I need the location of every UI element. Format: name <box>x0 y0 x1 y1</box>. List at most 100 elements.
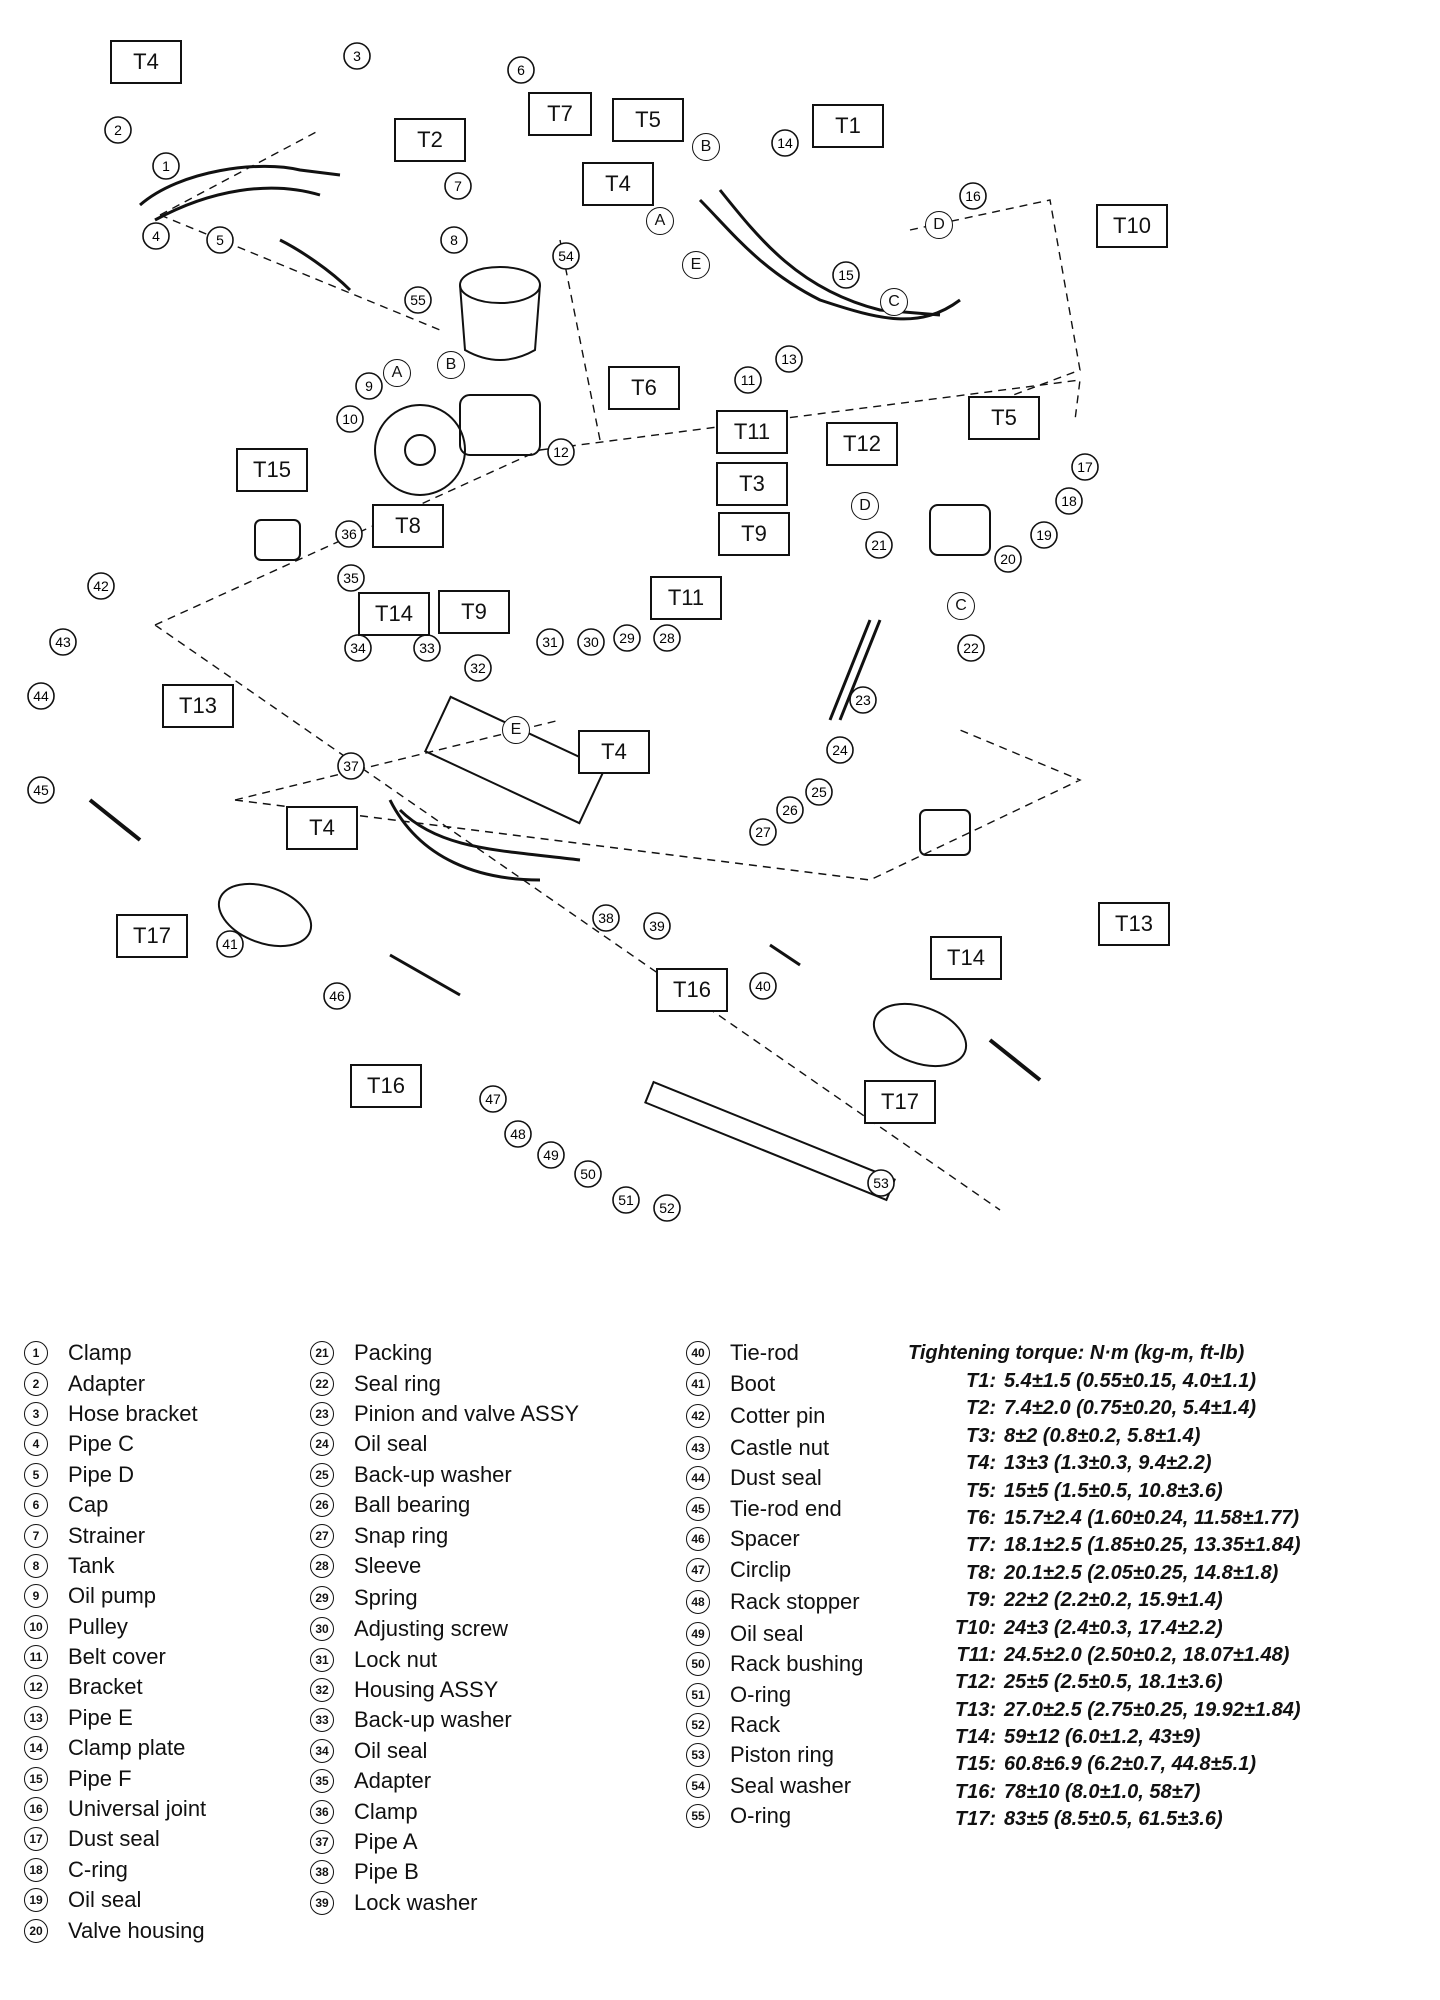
legend-label: Rack <box>730 1712 781 1738</box>
torque-row: T9:22±2 (2.2±0.2, 15.9±1.4) <box>908 1587 1300 1614</box>
torque-box-t11-mid: T11 <box>650 576 722 620</box>
callout-41: 41 <box>216 930 244 958</box>
torque-box-t13-right: T13 <box>1098 902 1170 946</box>
svg-text:36: 36 <box>341 526 357 542</box>
torque-box-t6: T6 <box>608 366 680 410</box>
svg-text:54: 54 <box>558 248 574 264</box>
torque-value: 83±5 (8.5±0.5, 61.5±3.6) <box>1004 1808 1223 1831</box>
legend-number: 4 <box>24 1432 48 1457</box>
torque-box-t10: T10 <box>1096 204 1168 248</box>
legend-label: Hose bracket <box>68 1400 198 1426</box>
svg-text:50: 50 <box>580 1166 596 1182</box>
svg-text:4: 4 <box>152 228 160 244</box>
svg-text:24: 24 <box>832 742 848 758</box>
torque-box-t17-right: T17 <box>864 1080 936 1124</box>
torque-code: T11: <box>956 1643 996 1666</box>
dashed-outline-pump <box>159 129 601 441</box>
svg-text:20: 20 <box>1000 551 1016 567</box>
svg-text:52: 52 <box>659 1200 675 1216</box>
legend-label: Rack stopper <box>730 1588 860 1614</box>
legend-label: Tie-rod <box>730 1340 799 1366</box>
torque-box-t4-housing: T4 <box>578 730 650 774</box>
legend-number: 27 <box>310 1523 334 1548</box>
svg-text:12: 12 <box>553 444 569 460</box>
svg-text:44: 44 <box>33 688 49 704</box>
svg-text:31: 31 <box>542 634 558 650</box>
torque-row: T11: 24.5±2.0 (2.50±0.2, 18.07±1.48) <box>908 1642 1300 1669</box>
torque-code: T16: <box>954 1780 996 1803</box>
torque-value: 24±3 (2.4±0.3, 17.4±2.2) <box>1004 1616 1223 1639</box>
torque-code: T4: <box>966 1452 996 1475</box>
callout-42: 42 <box>87 572 115 600</box>
legend-label: Housing ASSY <box>354 1677 499 1703</box>
legend-number: 40 <box>686 1341 710 1366</box>
callout-28: 28 <box>653 624 681 652</box>
torque-box-t15: T15 <box>236 448 308 492</box>
callout-24: 24 <box>826 736 854 764</box>
torque-value: 24.5±2.0 (2.50±0.2, 18.07±1.48) <box>1004 1643 1290 1666</box>
legend-label: O-ring <box>730 1803 792 1829</box>
svg-text:10: 10 <box>342 411 358 427</box>
legend-label: Pipe B <box>354 1859 419 1885</box>
legend-label: Dust seal <box>730 1465 822 1491</box>
torque-row: T10:24±3 (2.4±0.3, 17.4±2.2) <box>908 1615 1300 1642</box>
svg-text:7: 7 <box>454 178 462 194</box>
callout-3: 3 <box>343 42 371 70</box>
svg-text:2: 2 <box>114 122 122 138</box>
legend-label: Oil pump <box>68 1583 157 1609</box>
legend-item-38: 38 Pipe B <box>310 1857 579 1887</box>
legend-number: 21 <box>310 1341 334 1366</box>
connector-letter-c-mid: C <box>947 592 975 620</box>
legend-label: Circlip <box>730 1556 792 1582</box>
svg-text:9: 9 <box>365 378 373 394</box>
torque-row: T15:60.8±6.9 (6.2±0.7, 44.8±5.1) <box>908 1751 1300 1778</box>
callout-19: 19 <box>1030 521 1058 549</box>
torque-row: T16:78±10 (8.0±1.0, 58±7) <box>908 1779 1300 1806</box>
torque-row: T8:20.1±2.5 (2.05±0.25, 14.8±1.8) <box>908 1560 1300 1587</box>
legend-label: Tie-rod end <box>730 1495 842 1521</box>
callout-20: 20 <box>994 545 1022 573</box>
torque-box-t17-left: T17 <box>116 914 188 958</box>
legend-number: 20 <box>24 1918 48 1943</box>
legend-label: Adapter <box>354 1768 432 1794</box>
callout-48: 48 <box>504 1120 532 1148</box>
torque-code: T17: <box>954 1808 996 1831</box>
torque-row: T6:15.7±2.4 (1.60±0.24, 11.58±1.77) <box>908 1505 1300 1532</box>
legend-number: 14 <box>24 1736 48 1761</box>
torque-value: 15.7±2.4 (1.60±0.24, 11.58±1.77) <box>1004 1506 1299 1529</box>
legend-label: Spacer <box>730 1526 800 1552</box>
svg-text:21: 21 <box>871 537 887 553</box>
legend-number: 1 <box>24 1341 48 1366</box>
connector-letter-a-left: A <box>383 359 411 387</box>
svg-text:55: 55 <box>410 292 426 308</box>
legend-number: 17 <box>24 1827 48 1852</box>
legend-label: Clamp <box>68 1340 132 1366</box>
svg-text:35: 35 <box>343 570 359 586</box>
torque-box-t1: T1 <box>812 104 884 148</box>
legend-number: 23 <box>310 1401 334 1426</box>
legend-number: 42 <box>686 1403 710 1428</box>
callout-17: 17 <box>1071 453 1099 481</box>
legend-number: 38 <box>310 1860 334 1885</box>
legend-label: Spring <box>354 1584 418 1610</box>
svg-text:33: 33 <box>419 640 435 656</box>
svg-text:25: 25 <box>811 784 827 800</box>
